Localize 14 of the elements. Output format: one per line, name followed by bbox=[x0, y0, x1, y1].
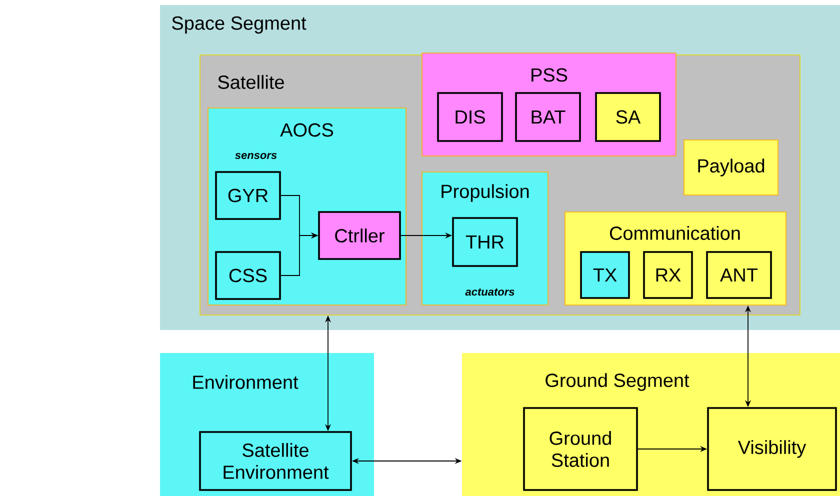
component-box: Satellite Environment bbox=[199, 431, 352, 491]
component-box: GYR bbox=[215, 171, 281, 220]
component-box: Ctrller bbox=[318, 211, 401, 260]
component-box: Ground Station bbox=[523, 407, 638, 491]
component-box: DIS bbox=[437, 92, 503, 142]
component-box: RX bbox=[643, 251, 693, 299]
component-box: THR bbox=[452, 217, 518, 267]
component-box: BAT bbox=[515, 92, 581, 142]
component-box: TX bbox=[580, 251, 630, 299]
component-box: SA bbox=[595, 92, 661, 142]
component-box: ANT bbox=[706, 251, 772, 299]
component-box: Payload bbox=[684, 140, 778, 196]
component-box: Visibility bbox=[707, 407, 837, 491]
component-box: CSS bbox=[215, 251, 281, 300]
